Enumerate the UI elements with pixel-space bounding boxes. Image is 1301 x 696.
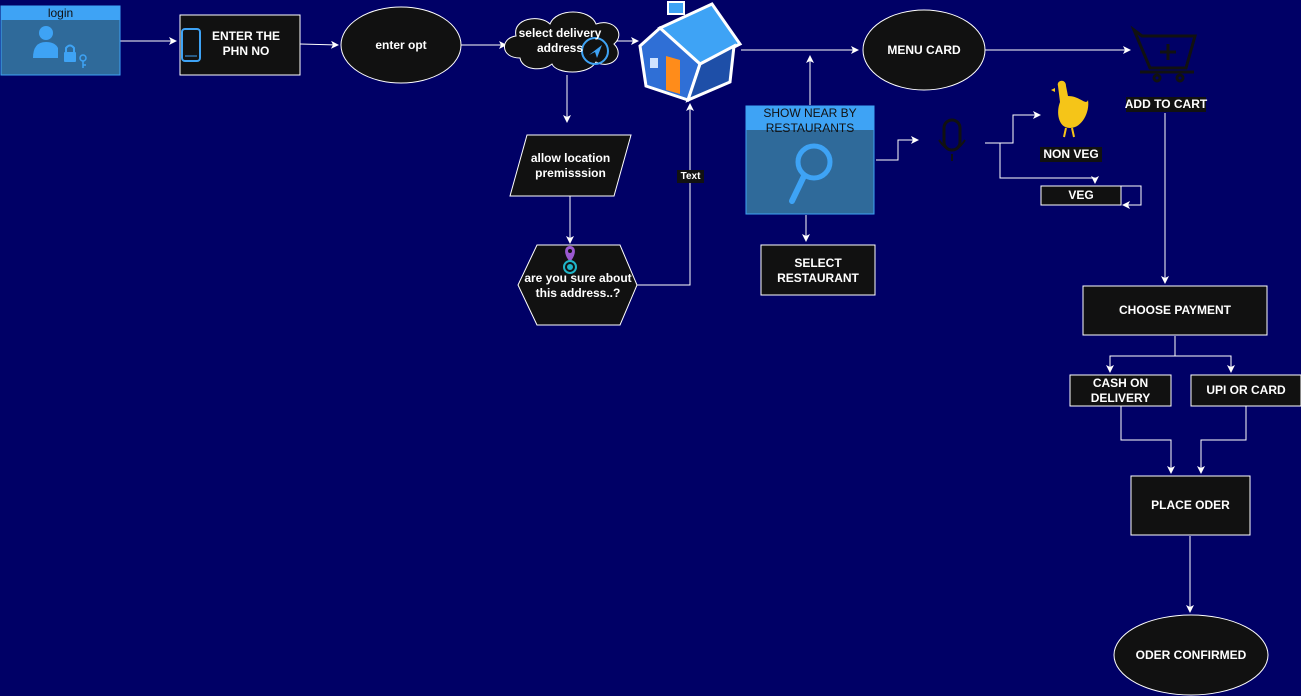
confirm-address-label: are you sure about this address..? [524,271,632,300]
select-address-label: select delivery address [518,26,602,55]
upi-card-node[interactable] [1190,374,1301,407]
cloud-icon [504,11,620,73]
connectors [120,37,1247,613]
edge-phone-otp [299,40,339,49]
edge-upi-place [1197,406,1247,474]
edge-mic-nonveg [985,111,1041,144]
choose-payment-label: CHOOSE PAYMENT [1118,303,1232,317]
enter-otp-node[interactable] [340,6,462,84]
edge-mic-veg [999,143,1099,184]
confirm-address-node[interactable] [517,244,638,326]
allow-location-node[interactable] [509,134,632,197]
menu-card-node[interactable] [862,9,986,91]
edge-text-label: Text [680,171,701,182]
enter-phone-node[interactable] [179,14,301,76]
search-icon [789,143,833,204]
enter-phone-label: ENTER THE PHN NO [211,29,280,58]
edge-veg-loop [1121,185,1142,209]
cash-on-delivery-label: CASH ON DELIVERY [1090,375,1151,405]
place-order-label: PLACE ODER [1151,498,1230,512]
allow-location-label: allow location premisssion [530,151,611,180]
order-confirmed-label: ODER CONFIRMED [1135,647,1247,662]
upi-card-label: UPI OR CARD [1206,383,1286,397]
veg-node[interactable] [1040,185,1122,206]
microphone-icon[interactable] [938,118,966,161]
non-veg-label: NON VEG [1043,147,1099,161]
edge-cod-place [1120,406,1175,474]
show-nearby-node[interactable] [745,105,875,215]
edge-text-bg [677,170,704,183]
non-veg-bg [1040,147,1102,162]
select-address-node[interactable] [504,11,620,73]
place-order-node[interactable] [1130,475,1251,536]
house-icon[interactable] [638,1,743,103]
menu-card-label: MENU CARD [887,42,961,57]
phone-icon [181,28,201,62]
edge-nearby-mic [876,136,919,161]
add-to-cart-bg [1126,97,1206,112]
cart-icon[interactable] [1130,25,1197,83]
user-lock-icon [33,26,87,68]
veg-label: VEG [1068,188,1094,202]
choose-payment-node[interactable] [1082,285,1268,336]
navigation-icon [581,37,609,65]
login-node[interactable] [0,5,121,76]
edge-confirm-house [637,103,694,286]
add-to-cart-label: ADD TO CART [1124,97,1208,111]
cash-on-delivery-node[interactable] [1069,374,1172,407]
show-nearby-label: SHOW NEAR BY RESTAURANTS [763,106,857,135]
order-confirmed-node[interactable] [1113,614,1269,696]
location-pin-icon [563,246,577,274]
select-restaurant-label: SELECT RESTAURANT [777,256,859,285]
enter-otp-label: enter opt [375,37,427,52]
select-restaurant-node[interactable] [760,244,876,296]
chicken-icon [1051,80,1089,138]
edge-payment-split [1106,336,1176,373]
edge-payment-split-2 [1175,355,1235,373]
login-label: login [47,5,74,20]
